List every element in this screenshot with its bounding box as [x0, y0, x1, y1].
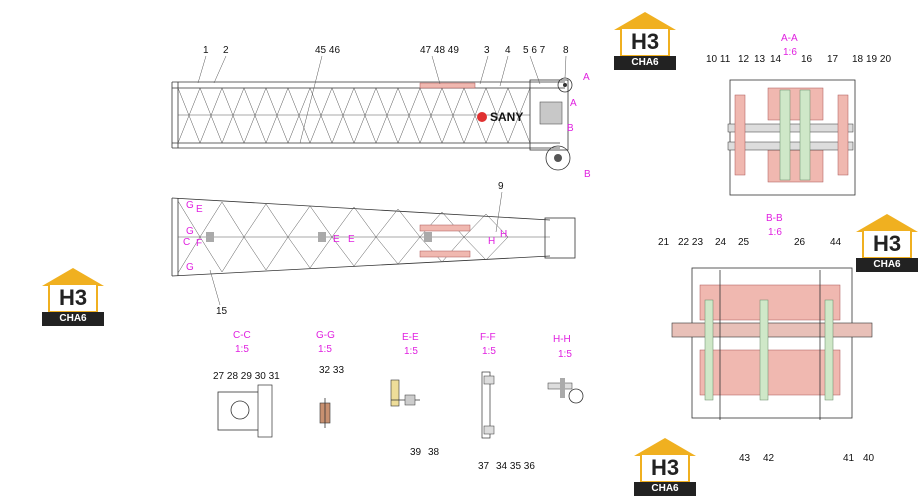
section-ee-scale: 1:5 — [404, 346, 418, 357]
part-num-22-23: 22 23 — [678, 237, 703, 248]
marker-b-2: B — [584, 169, 591, 180]
marker-g-1: G — [186, 200, 194, 211]
watermark-big: H3 — [642, 455, 688, 481]
top-leader-lines — [197, 55, 567, 144]
part-num-17: 17 — [827, 54, 839, 65]
section-gg-drawing — [319, 398, 331, 428]
marker-h-2: H — [500, 229, 507, 240]
watermark-big: H3 — [864, 231, 910, 257]
section-cc-title: C-C — [233, 330, 251, 341]
part-num-34-36: 34 35 36 — [496, 461, 535, 472]
part-num-2: 2 — [223, 45, 229, 56]
watermark-small: CHA6 — [856, 258, 918, 272]
watermark-logo-2: H3 CHA6 — [856, 214, 918, 272]
section-bb-scale: 1:6 — [768, 227, 782, 238]
section-hh-title: H-H — [553, 334, 571, 345]
part-num-14: 14 — [770, 54, 782, 65]
marker-e-1: E — [196, 204, 203, 215]
watermark-big: H3 — [622, 29, 668, 55]
part-num-37: 37 — [478, 461, 490, 472]
part-num-9: 9 — [498, 181, 504, 192]
part-num-38: 38 — [428, 447, 440, 458]
section-aa-title: A-A — [781, 33, 798, 44]
section-gg-scale: 1:5 — [318, 344, 332, 355]
section-ff-title: F-F — [480, 332, 496, 343]
section-ee-title: E-E — [402, 332, 419, 343]
part-num-25: 25 — [738, 237, 750, 248]
part-num-15: 15 — [216, 306, 228, 317]
marker-e-2: E — [333, 234, 340, 245]
watermark-small: CHA6 — [42, 312, 104, 326]
part-num-45-46: 45 46 — [315, 45, 340, 56]
part-num-10-11: 10 11 — [706, 54, 731, 65]
section-hh-scale: 1:5 — [558, 349, 572, 360]
part-num-24: 24 — [715, 237, 727, 248]
marker-f-1: F — [196, 238, 202, 249]
part-num-47-49: 47 48 49 — [420, 45, 459, 56]
section-aa-drawing — [727, 79, 856, 196]
section-cc-drawing — [217, 384, 273, 438]
part-num-8: 8 — [563, 45, 569, 56]
part-num-44: 44 — [830, 237, 842, 248]
section-ff-scale: 1:5 — [482, 346, 496, 357]
part-num-27-31: 27 28 29 30 31 — [213, 371, 280, 382]
sany-logo-text: SANY — [490, 110, 523, 124]
section-bb-drawing — [671, 267, 873, 420]
marker-b-1: B — [567, 123, 574, 134]
marker-e-3: E — [348, 234, 355, 245]
part-num-19-20: 19 20 — [866, 54, 891, 65]
watermark-logo-3: H3 CHA6 — [42, 268, 104, 326]
section-ff-drawing — [481, 371, 495, 439]
watermark-logo-4: H3 CHA6 — [634, 438, 696, 496]
part-num-40: 40 — [863, 453, 875, 464]
marker-g-2: G — [186, 226, 194, 237]
part-num-26: 26 — [794, 237, 806, 248]
marker-a-2: A — [570, 98, 577, 109]
marker-c-1: C — [183, 237, 190, 248]
section-cc-scale: 1:5 — [235, 344, 249, 355]
marker-a-1: A — [583, 72, 590, 83]
part-num-43: 43 — [739, 453, 751, 464]
part-num-1: 1 — [203, 45, 209, 56]
section-bb-title: B-B — [766, 213, 783, 224]
section-gg-title: G-G — [316, 330, 335, 341]
watermark-logo-1: H3 CHA6 — [614, 12, 676, 70]
section-hh-drawing — [547, 378, 584, 404]
part-num-21: 21 — [658, 237, 670, 248]
part-num-32-33: 32 33 — [319, 365, 344, 376]
part-num-16: 16 — [801, 54, 813, 65]
part-num-42: 42 — [763, 453, 775, 464]
marker-h-1: H — [488, 236, 495, 247]
section-aa-scale: 1:6 — [783, 47, 797, 58]
part-num-39: 39 — [410, 447, 422, 458]
part-num-4: 4 — [505, 45, 511, 56]
watermark-small: CHA6 — [634, 482, 696, 496]
part-num-41: 41 — [843, 453, 855, 464]
part-num-12: 12 — [738, 54, 750, 65]
watermark-big: H3 — [50, 285, 96, 311]
marker-g-3: G — [186, 262, 194, 273]
part-num-5-7: 5 6 7 — [523, 45, 546, 56]
watermark-small: CHA6 — [614, 56, 676, 70]
section-ee-drawing — [390, 379, 420, 407]
part-num-18: 18 — [852, 54, 864, 65]
part-num-3: 3 — [484, 45, 490, 56]
boom-plan-view — [171, 197, 576, 277]
boom-side-view: SANY — [171, 77, 573, 171]
part-num-13: 13 — [754, 54, 766, 65]
